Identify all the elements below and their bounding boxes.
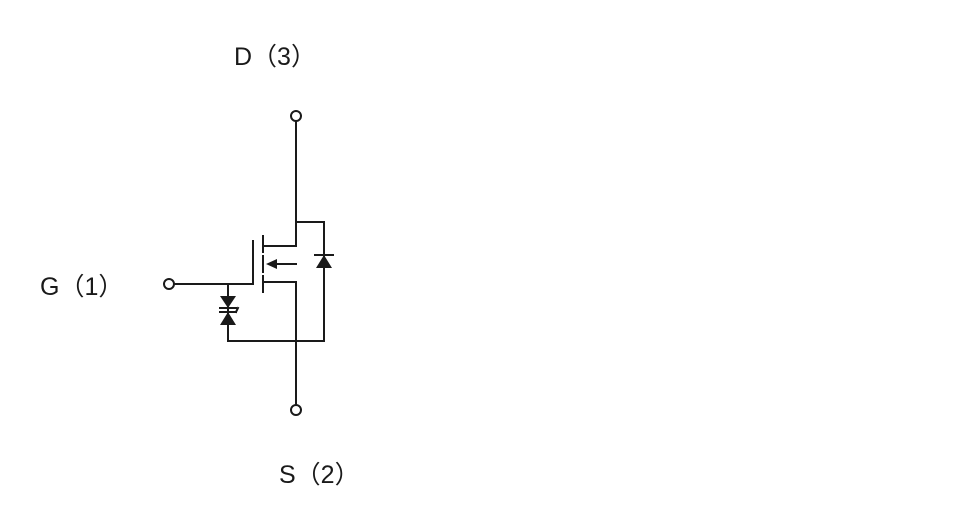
zener-lower-cathode-hook	[234, 306, 240, 314]
zener-upper-arrow	[220, 296, 236, 308]
body-arrow-head	[266, 259, 277, 269]
source-label: S（2）	[279, 461, 360, 489]
zener-lower-arrow	[220, 312, 236, 325]
drain-terminal	[290, 110, 302, 122]
gate-terminal	[163, 278, 175, 290]
gate-label: G（1）	[40, 273, 124, 301]
source-terminal	[290, 404, 302, 416]
drain-label: D（3）	[234, 43, 316, 71]
body-diode-arrow	[316, 255, 332, 268]
